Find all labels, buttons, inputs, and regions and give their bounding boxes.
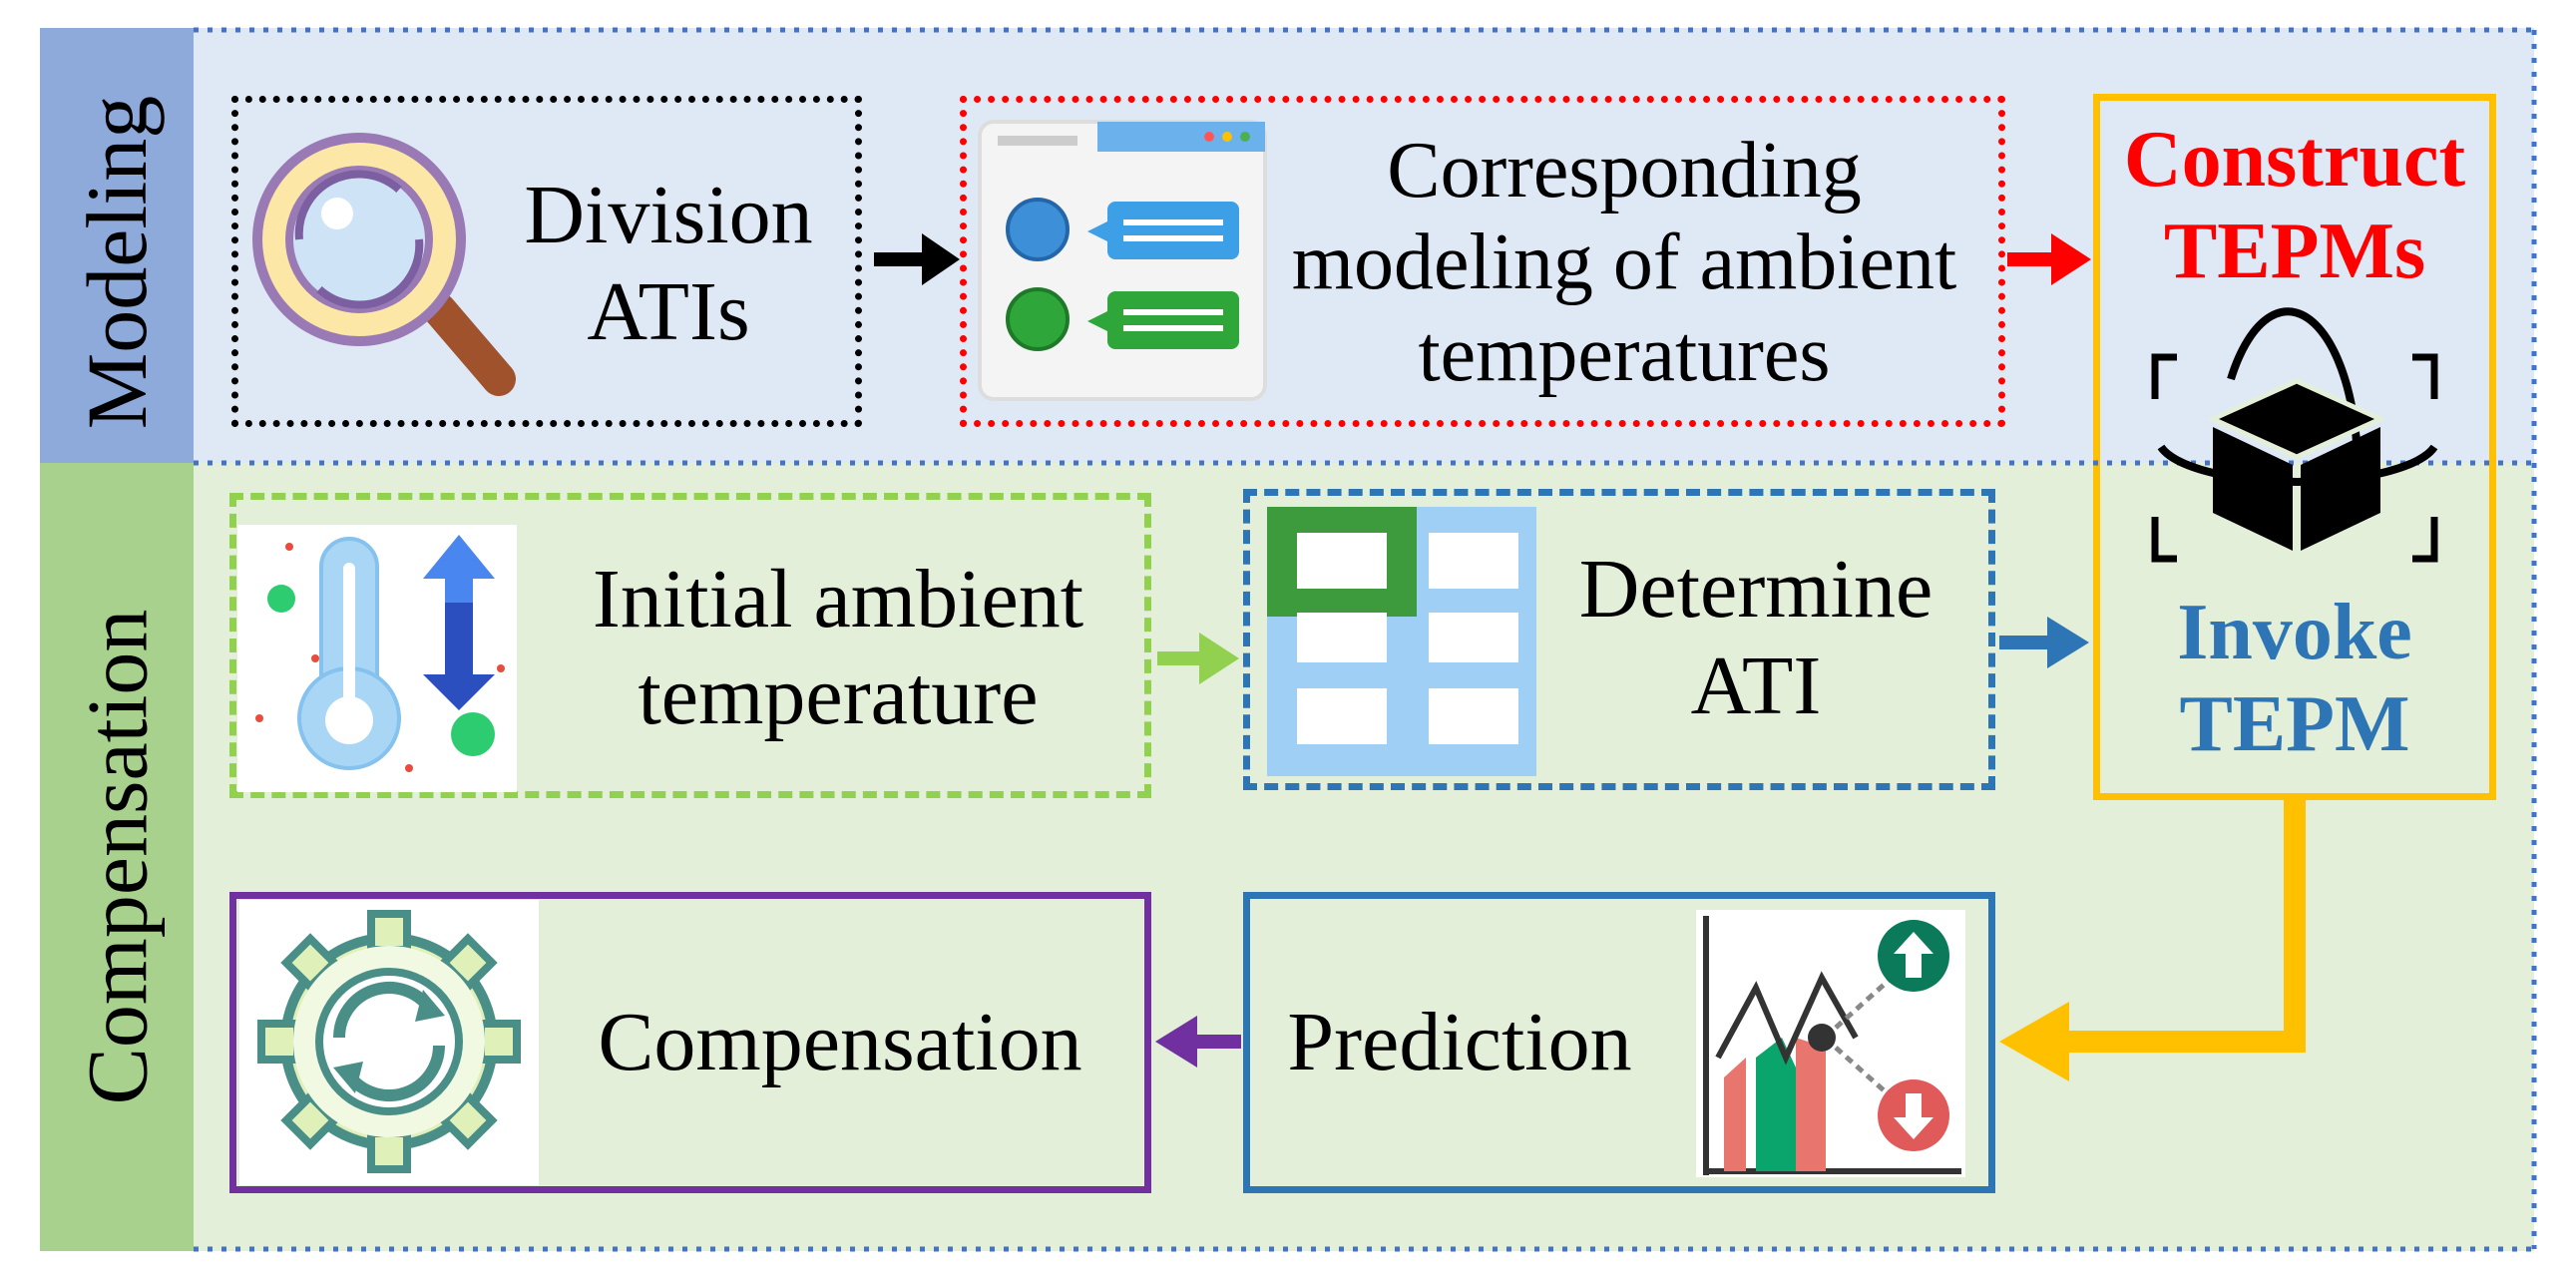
thermometer-icon [237, 525, 517, 792]
trend-chart-icon [1696, 910, 1965, 1177]
division-line2: ATIs [587, 265, 750, 358]
rotating-cube-icon [2151, 307, 2438, 563]
table-grid-icon [1267, 507, 1536, 776]
determine-ati-box [1243, 489, 1995, 790]
gear-sync-icon [239, 900, 539, 1185]
arrow-determine-to-invoke [1999, 617, 2089, 668]
determine-line2: ATI [1690, 640, 1822, 732]
invoke-tepm-text: Invoke TEPM [2107, 579, 2482, 778]
invoke-line1: Invoke [2177, 589, 2412, 676]
initial-temperature-box [229, 493, 1151, 798]
determine-line1: Determine [1578, 543, 1933, 637]
compensation-label-box: Compensation [40, 463, 194, 1251]
construct-tepms-text: Construct TEPMs [2107, 108, 2482, 303]
prediction-box [1243, 892, 1995, 1193]
division-line1: Division [524, 169, 813, 262]
corresponding-modeling-box [960, 96, 2005, 427]
corresponding-line1: Corresponding [1387, 127, 1862, 214]
determine-ati-text: Determine ATI [1536, 529, 1975, 748]
initial-temperature-text: Initial ambient temperature [539, 539, 1137, 758]
arrow-division-to-corresponding [874, 233, 960, 285]
initial-line1: Initial ambient [592, 553, 1084, 646]
arrow-corresponding-to-construct [2007, 233, 2091, 285]
corresponding-modeling-text: Corresponding modeling of ambient temper… [1265, 110, 1983, 415]
arrow-invoke-to-prediction [1999, 800, 2306, 1081]
corresponding-line2: modeling of ambient [1291, 218, 1957, 306]
compensation-box [229, 892, 1151, 1193]
division-atis-box [231, 96, 862, 427]
construct-line1: Construct [2123, 116, 2466, 204]
prediction-label: Prediction [1287, 995, 1632, 1088]
corresponding-line3: temperatures [1418, 310, 1831, 398]
division-atis-text: Division ATIs [499, 150, 838, 379]
compensation-text: Compensation [551, 978, 1129, 1107]
modeling-label-box: Modeling [40, 28, 194, 497]
construct-line2: TEPMs [2163, 208, 2426, 295]
compensation-label: Compensation [598, 995, 1082, 1088]
arrow-initial-to-determine [1157, 633, 1239, 684]
prediction-text: Prediction [1255, 978, 1664, 1107]
chat-window-icon [978, 120, 1267, 401]
arrow-prediction-to-compensation [1155, 1016, 1241, 1068]
invoke-line2: TEPM [2179, 680, 2410, 768]
magnifier-icon [252, 133, 516, 396]
tepm-box [2093, 94, 2496, 800]
initial-line2: temperature [638, 649, 1039, 742]
